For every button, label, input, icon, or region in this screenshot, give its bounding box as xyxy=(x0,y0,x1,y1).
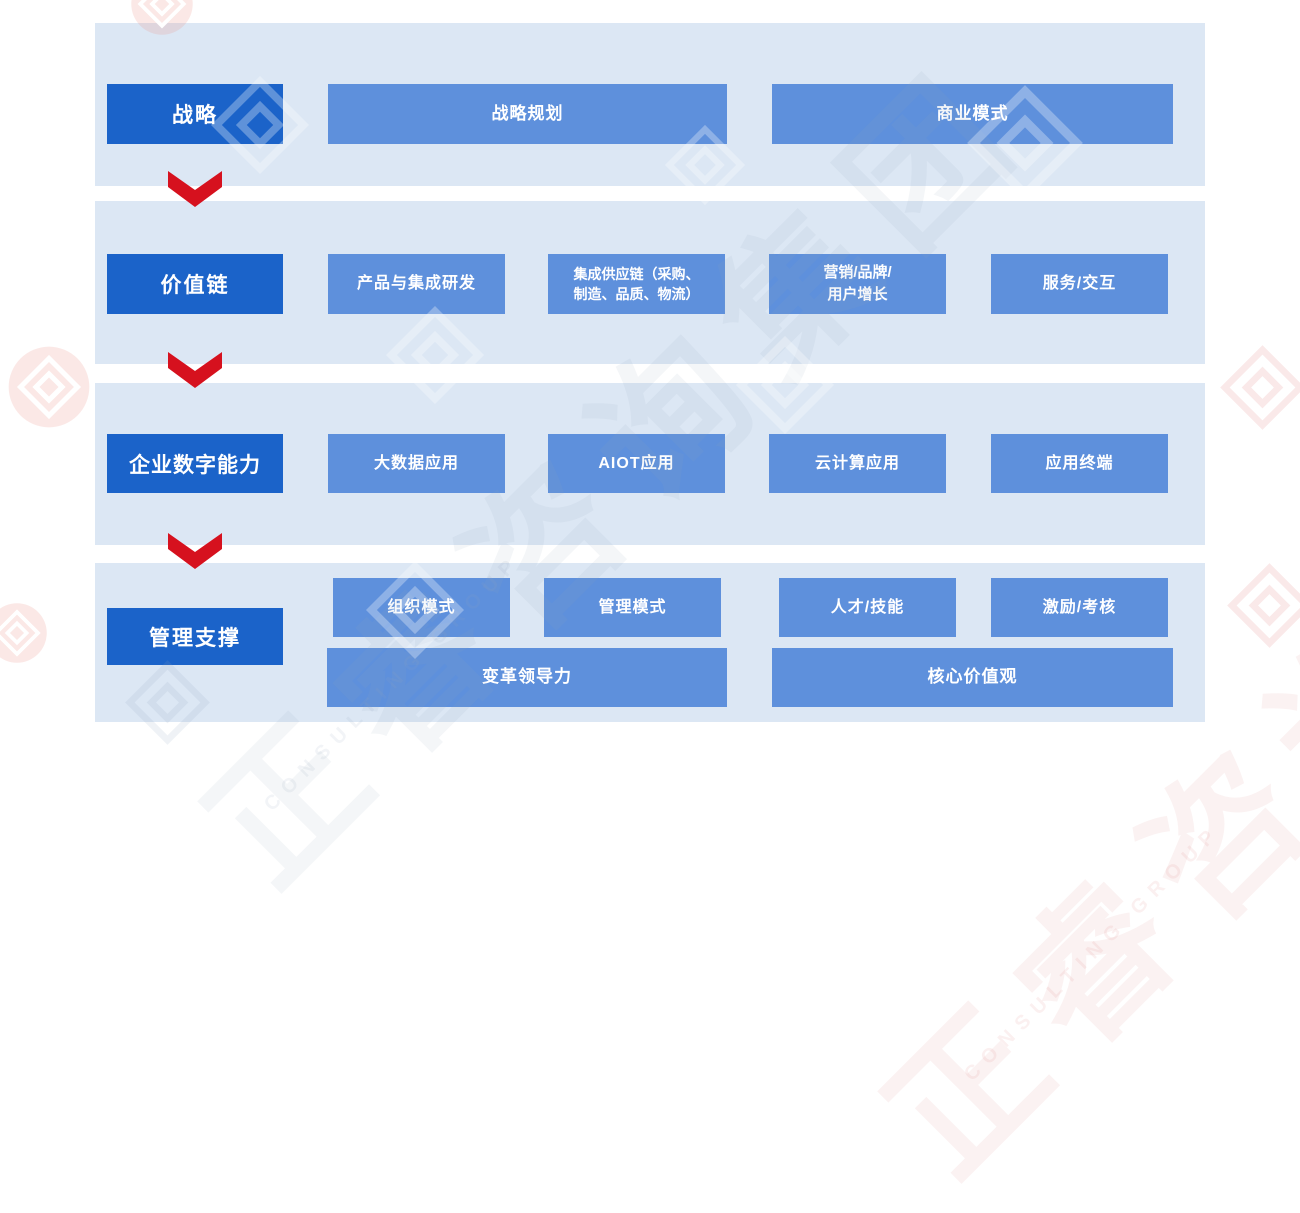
brand-badge-icon xyxy=(7,345,91,429)
item-product-integrated-rd: 产品与集成研发 xyxy=(328,254,505,314)
watermark-brand-subtext: CONSULTING GROUP xyxy=(960,819,1226,1086)
item-service-interaction: 服务/交互 xyxy=(991,254,1168,314)
down-chevron-arrow-2 xyxy=(168,352,222,388)
down-chevron-arrow-1 xyxy=(168,171,222,207)
brand-diamond-icon xyxy=(1222,558,1300,653)
item-cloud-computing-application: 云计算应用 xyxy=(769,434,946,493)
item-organization-model: 组织模式 xyxy=(333,578,510,637)
item-integrated-supply-chain: 集成供应链（采购、 制造、品质、物流） xyxy=(548,254,725,314)
item-change-leadership: 变革领导力 xyxy=(327,648,727,707)
row-label-strategy: 战略 xyxy=(107,84,283,144)
row-label-value-chain: 价值链 xyxy=(107,254,283,314)
row-label-management-support: 管理支撑 xyxy=(107,608,283,665)
item-core-values: 核心价值观 xyxy=(772,648,1173,707)
item-application-terminal: 应用终端 xyxy=(991,434,1168,493)
item-aiot-application: AIOT应用 xyxy=(548,434,725,493)
item-incentive-assessment: 激励/考核 xyxy=(991,578,1168,637)
chevron-down-icon xyxy=(168,352,222,388)
item-big-data-application: 大数据应用 xyxy=(328,434,505,493)
item-strategic-planning: 战略规划 xyxy=(328,84,727,144)
item-business-model: 商业模式 xyxy=(772,84,1173,144)
down-chevron-arrow-3 xyxy=(168,533,222,569)
row-label-digital-capability: 企业数字能力 xyxy=(107,434,283,493)
item-management-model: 管理模式 xyxy=(544,578,721,637)
item-talent-skills: 人才/技能 xyxy=(779,578,956,637)
brand-badge-icon xyxy=(0,602,48,664)
brand-diamond-icon xyxy=(1215,340,1300,435)
chevron-down-icon xyxy=(168,171,222,207)
chevron-down-icon xyxy=(168,533,222,569)
item-marketing-brand-growth: 营销/品牌/ 用户增长 xyxy=(769,254,946,314)
